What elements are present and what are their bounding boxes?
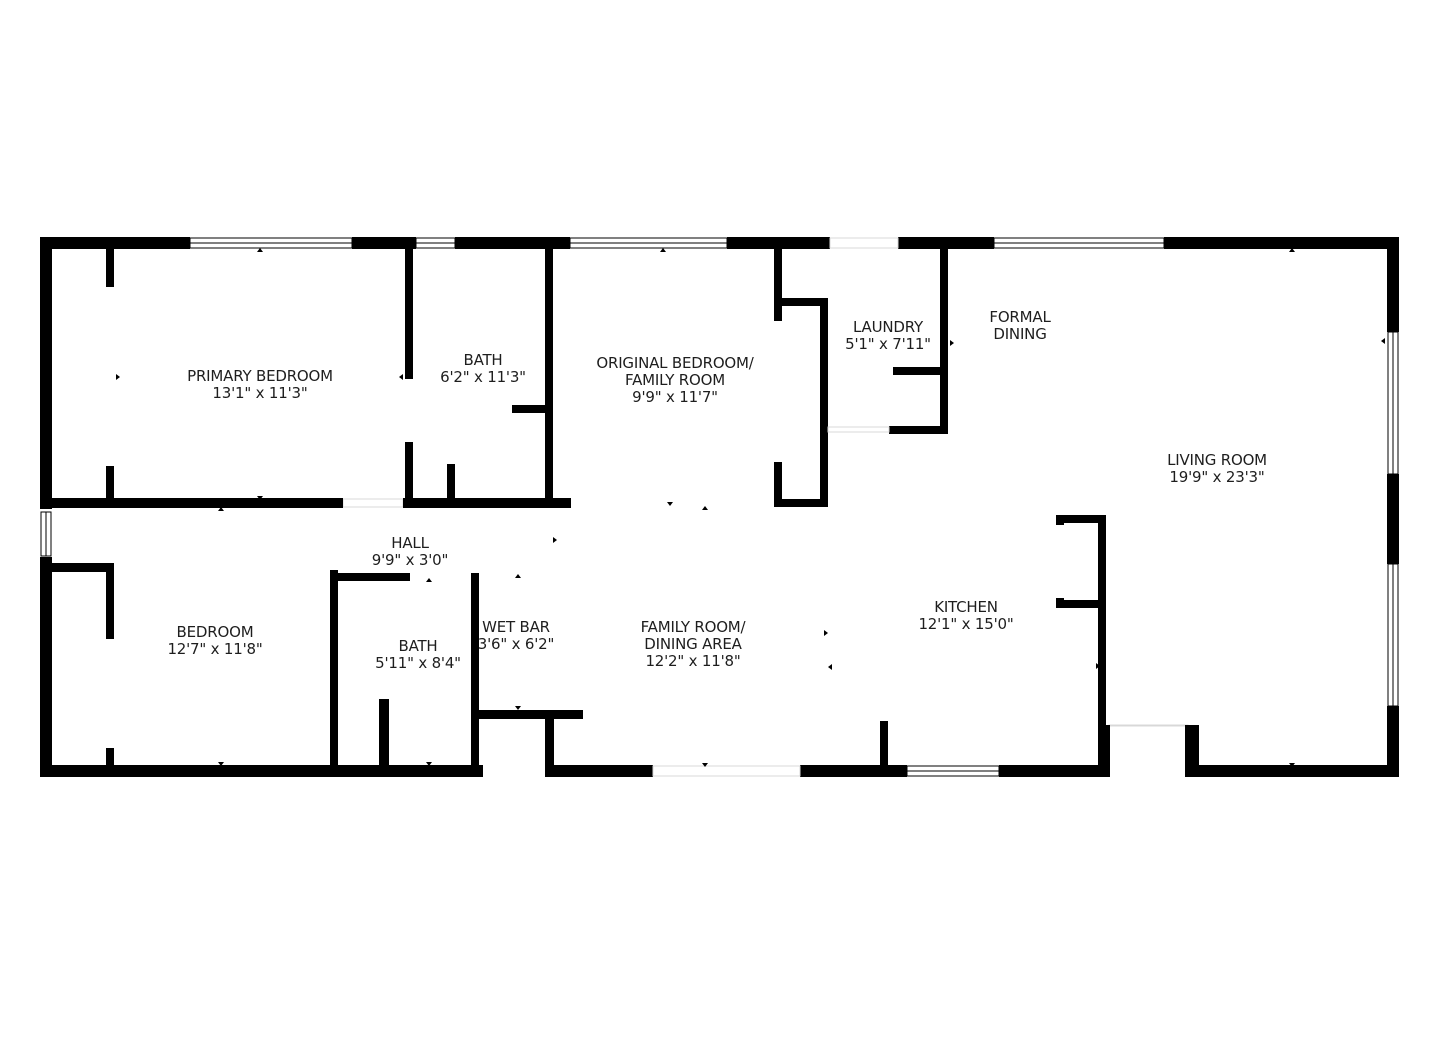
room-name-line2: DINING AREA bbox=[644, 635, 742, 653]
room-name-line2: FAMILY ROOM bbox=[625, 371, 725, 389]
room-name: BATH bbox=[398, 637, 438, 655]
room-name: LAUNDRY bbox=[853, 318, 923, 336]
room-name: HALL bbox=[391, 534, 429, 552]
room-name: PRIMARY BEDROOM bbox=[187, 367, 333, 385]
room-name: BEDROOM bbox=[176, 623, 254, 641]
room-dimensions: 9'9" x 3'0" bbox=[371, 551, 449, 569]
room-dimensions: 9'9" x 11'7" bbox=[632, 388, 718, 406]
room-dimensions: 5'11" x 8'4" bbox=[375, 654, 461, 672]
room-name: FORMAL bbox=[989, 308, 1051, 326]
windows bbox=[40, 237, 1399, 777]
room-dimensions: 5'1" x 7'11" bbox=[845, 335, 931, 353]
dimension-markers bbox=[116, 248, 1385, 767]
room-label-living-room: LIVING ROOM 19'9" x 23'3" bbox=[1167, 452, 1267, 486]
room-label-hall: HALL 9'9" x 3'0" bbox=[371, 534, 449, 569]
room-label-family-room: FAMILY ROOM/ DINING AREA 12'2" x 11'8" bbox=[641, 619, 746, 670]
room-label-primary-bedroom: PRIMARY BEDROOM 13'1" x 11'3" bbox=[187, 368, 333, 402]
room-name: LIVING ROOM bbox=[1167, 451, 1267, 469]
room-dimensions: 6'2" x 11'3" bbox=[440, 368, 526, 386]
room-label-wet-bar: WET BAR 3'6" x 6'2" bbox=[477, 618, 555, 653]
room-dimensions: 19'9" x 23'3" bbox=[1169, 468, 1265, 486]
room-name-line2: DINING bbox=[993, 325, 1047, 343]
room-name: ORIGINAL BEDROOM/ bbox=[596, 354, 754, 372]
room-dimensions: 12'7" x 11'8" bbox=[167, 640, 263, 658]
room-dimensions: 13'1" x 11'3" bbox=[212, 384, 308, 402]
room-name: WET BAR bbox=[482, 618, 550, 636]
room-dimensions: 3'6" x 6'2" bbox=[477, 635, 555, 653]
room-dimensions: 12'1" x 15'0" bbox=[918, 615, 1014, 633]
room-label-bath-1: BATH 6'2" x 11'3" bbox=[440, 352, 526, 386]
room-label-formal-dining: FORMAL DINING bbox=[989, 309, 1050, 343]
room-label-kitchen: KITCHEN 12'1" x 15'0" bbox=[918, 599, 1013, 633]
room-dimensions: 12'2" x 11'8" bbox=[645, 652, 741, 670]
room-label-laundry: LAUNDRY 5'1" x 7'11" bbox=[845, 319, 931, 353]
room-label-bath-2: BATH 5'11" x 8'4" bbox=[375, 638, 461, 672]
room-name: KITCHEN bbox=[934, 598, 998, 616]
room-name: BATH bbox=[463, 351, 503, 369]
exterior-walls bbox=[40, 237, 1399, 777]
room-name: FAMILY ROOM/ bbox=[640, 618, 746, 636]
room-label-original-bedroom: ORIGINAL BEDROOM/ FAMILY ROOM 9'9" x 11'… bbox=[596, 355, 753, 406]
interior-walls bbox=[40, 249, 1199, 777]
room-label-bedroom: BEDROOM 12'7" x 11'8" bbox=[167, 624, 262, 658]
